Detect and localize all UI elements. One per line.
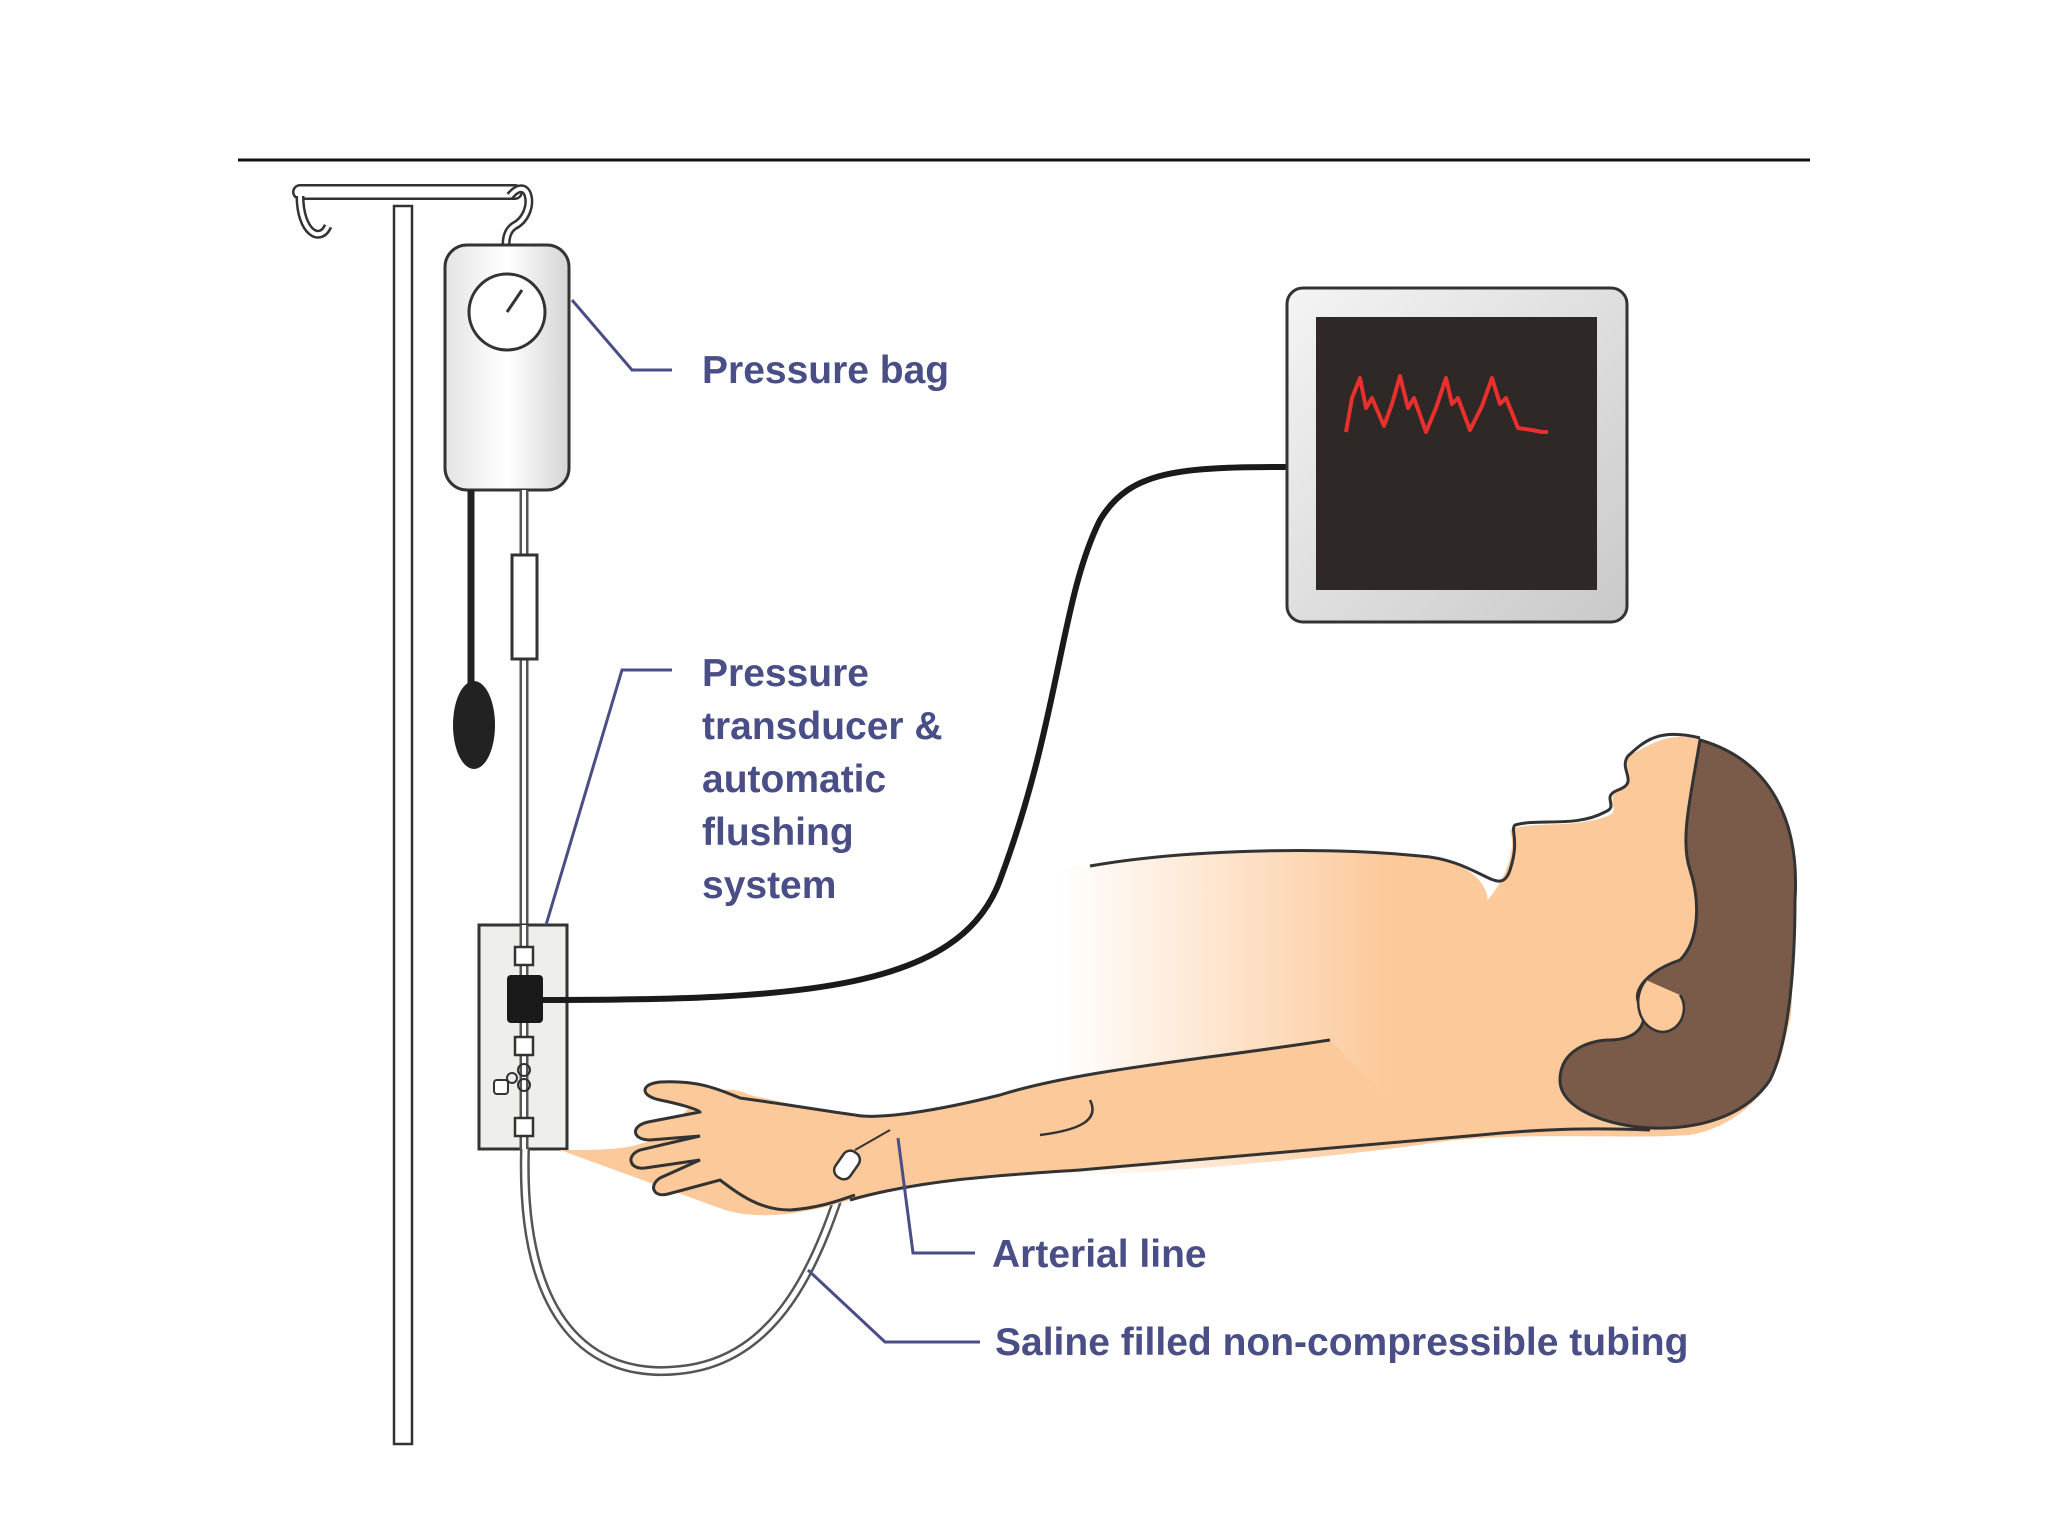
label-tubing: Saline filled non-compressible tubing xyxy=(995,1321,1688,1364)
monitor xyxy=(1285,286,1629,624)
pressure-bag xyxy=(443,243,571,769)
iv-pole xyxy=(292,184,534,1446)
leader-transducer xyxy=(544,668,672,926)
arterial-waveform xyxy=(1344,374,1548,434)
patient-hand xyxy=(629,1080,856,1212)
label-transducer-line2: transducer & xyxy=(702,705,943,748)
patient xyxy=(560,732,1798,1216)
monitor-cable xyxy=(542,464,1291,1003)
label-transducer-line1: Pressure xyxy=(702,652,869,695)
transducer-box xyxy=(477,923,569,1151)
patient-face xyxy=(1419,732,1701,883)
patient-ear xyxy=(1636,979,1686,1034)
inflation-bulb-icon xyxy=(453,681,495,769)
monitor-screen xyxy=(1316,317,1597,590)
leader-tubing xyxy=(806,1268,980,1344)
arterial-catheter xyxy=(832,1149,862,1181)
leader-arterial-line xyxy=(896,1137,975,1255)
label-transducer-line3: automatic xyxy=(702,758,886,801)
label-transducer-line5: system xyxy=(702,864,836,907)
drip-tubing xyxy=(510,490,539,928)
label-arterial-line: Arterial line xyxy=(992,1233,1207,1276)
label-pressure-bag: Pressure bag xyxy=(702,349,949,392)
drip-chamber xyxy=(510,553,539,661)
label-transducer-line4: flushing xyxy=(702,811,854,854)
patient-hair xyxy=(1558,738,1798,1130)
leader-pressure-bag xyxy=(570,299,672,372)
